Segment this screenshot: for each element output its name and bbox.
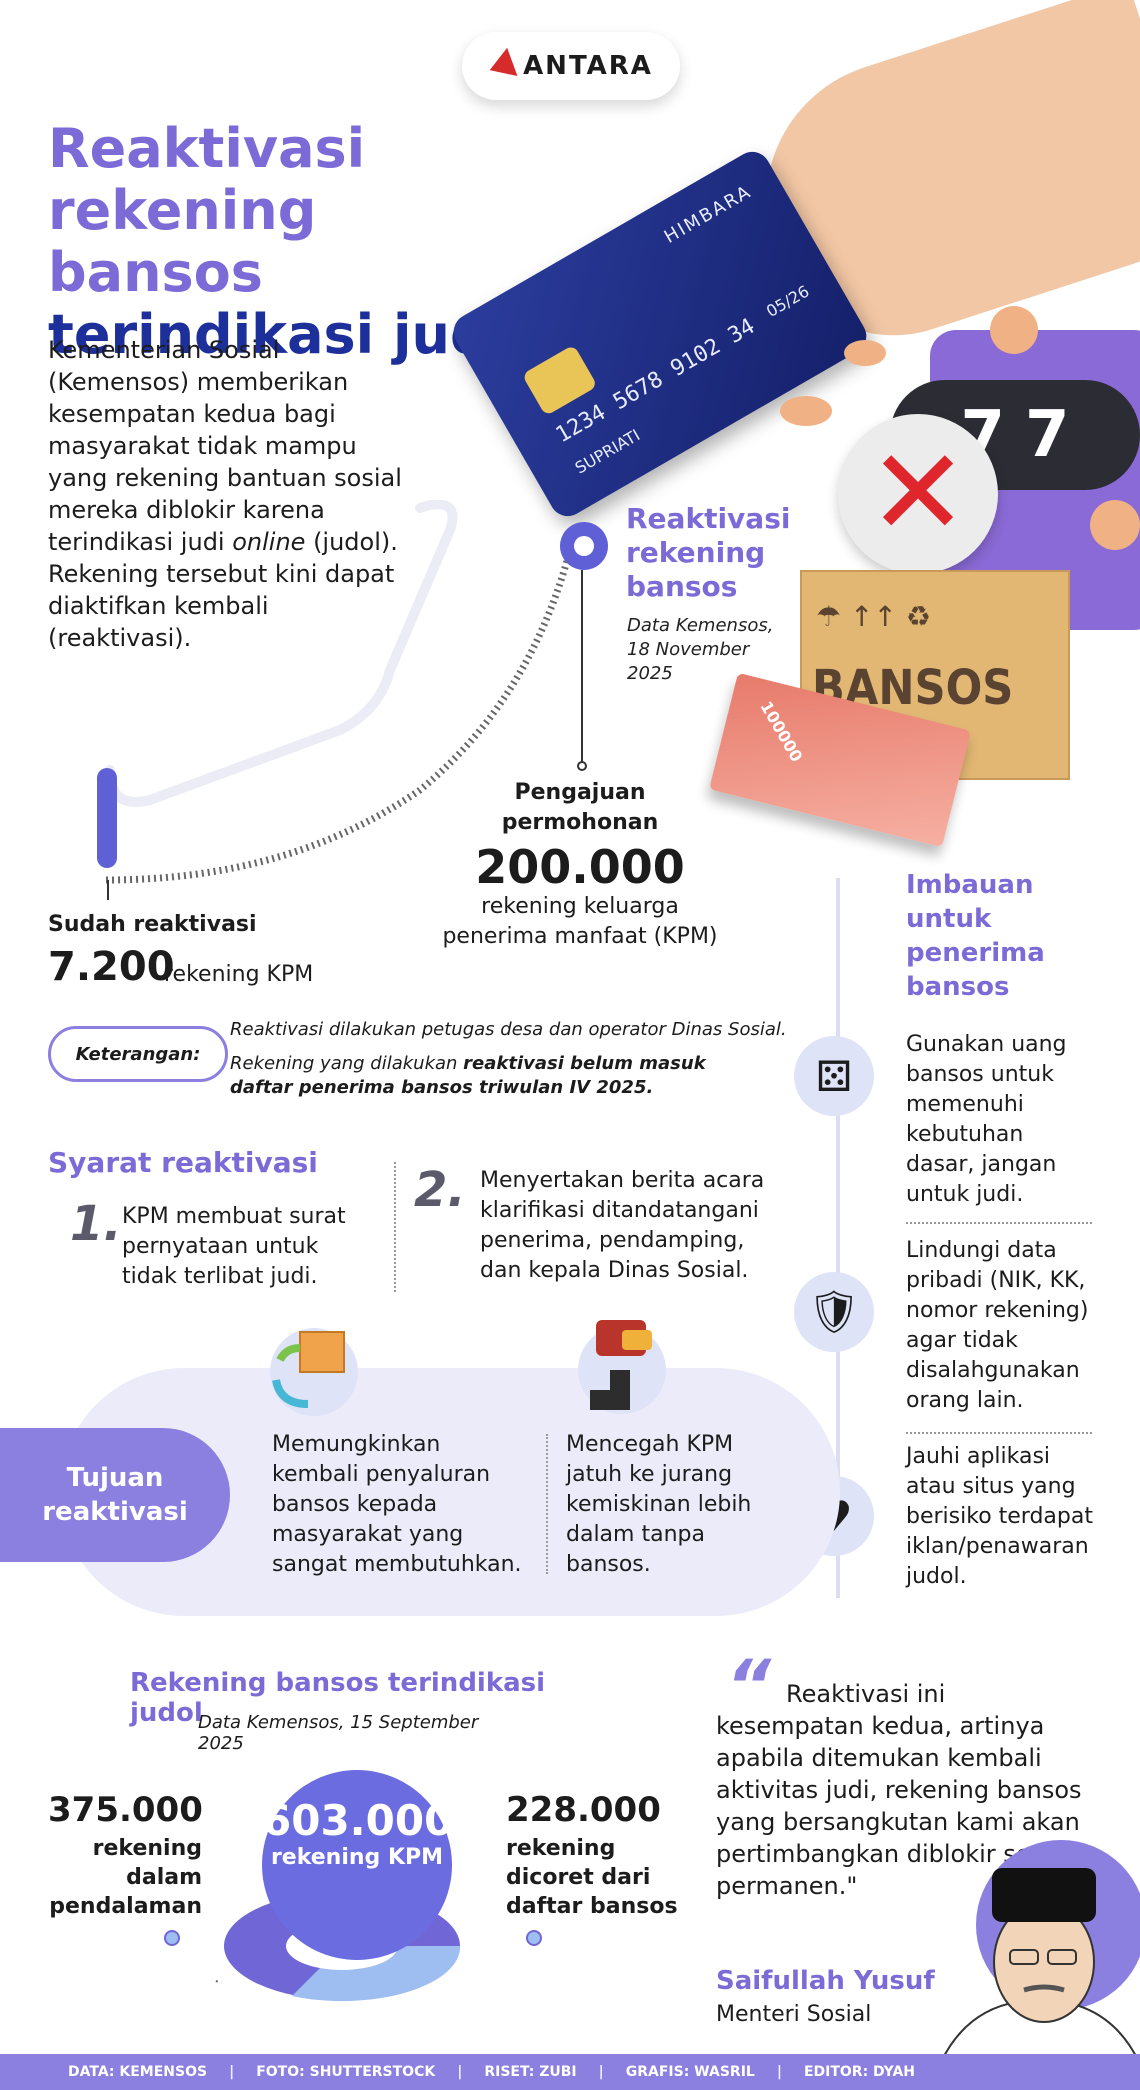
reaktivasi-source: Data Kemensos, 18 November 2025 (627, 615, 774, 684)
keterangan-item-2: Rekening yang dilakukan reaktivasi belum… (230, 1052, 770, 1100)
shield-id-icon: 🛡 (794, 1272, 874, 1352)
judol-left-text: rekening dalam pendalaman (49, 1836, 202, 1919)
credit-grafis: GRAFIS: WASRIL (625, 2064, 755, 2080)
credit-data: DATA: KEMENSOS (68, 2064, 208, 2080)
tujuan-text-2: Mencegah KPM jatuh ke jurang kemiskinan … (566, 1432, 752, 1577)
card-brand: HIMBARA (660, 181, 756, 248)
dice-icon: ⚄ (794, 1036, 874, 1116)
credit-separator: | (457, 2064, 463, 2080)
quote-name: Saifullah Yusuf (716, 1966, 935, 1996)
coin-icon (1090, 500, 1140, 550)
left-leader (212, 1979, 223, 1983)
intro-part-1: Kementerian Sosial (Kemensos) memberikan… (48, 336, 402, 556)
credits-footer: DATA: KEMENSOS | FOTO: SHUTTERSTOCK | RI… (0, 2054, 1140, 2090)
tujuan-divider (546, 1434, 548, 1574)
imbauan-text-2: Lindungi data pribadi (NIK, KK, nomor re… (906, 1238, 1089, 1413)
keterangan-item-1: Reaktivasi dilakukan petugas desa dan op… (230, 1019, 787, 1040)
intro-part-2: (judol). Rekening tersebut kini dapat di… (48, 528, 398, 652)
arc-track (105, 500, 458, 807)
wallet-stairs-icon (566, 1320, 666, 1414)
syarat-divider (394, 1162, 396, 1292)
intro-paragraph: Kementerian Sosial (Kemensos) memberikan… (48, 334, 408, 654)
tujuan-text-1: Memungkinkan kembali penyaluran bansos k… (272, 1432, 522, 1577)
arc-dotted-path (105, 549, 574, 884)
quote-role: Menteri Sosial (716, 2002, 872, 2027)
pengajuan-label: Pengajuan permohonan (501, 780, 659, 835)
left-leader-dot (164, 1930, 180, 1946)
title-line-2: rekening bansos (48, 179, 317, 304)
keterangan-item-2-pre: Rekening yang dilakukan (230, 1053, 464, 1074)
box-symbols: ☂ ↑↑ ♻ (816, 600, 931, 633)
keterangan-label: Keterangan: (48, 1026, 228, 1082)
quote-mark-icon: “ (726, 1645, 772, 1727)
credit-separator: | (229, 2064, 235, 2080)
syarat-heading: Syarat reaktivasi (48, 1146, 318, 1179)
syarat-number-1: 1. (70, 1196, 122, 1252)
imbauan-text-3: Jauhi aplikasi atau situs yang berisiko … (906, 1444, 1093, 1589)
pengajuan-unit: rekening keluarga penerima manfaat (KPM) (442, 894, 718, 949)
minister-portrait (940, 1868, 1140, 2064)
reaktivasi-progress-arc (97, 500, 608, 900)
judol-source: Data Kemensos, 15 September 2025 (198, 1712, 479, 1754)
credit-separator: | (776, 2064, 782, 2080)
credit-riset: RISET: ZUBI (484, 2064, 577, 2080)
title-line-1: Reaktivasi (48, 117, 366, 180)
reaktivasi-heading: Reaktivasi rekening bansos (626, 502, 791, 603)
page-title: Reaktivasi rekening bansos terindikasi j… (48, 118, 548, 366)
sudah-label: Sudah reaktivasi (48, 912, 257, 937)
slot-symbol-2: 7 (1025, 398, 1070, 472)
syarat-text-1: KPM membuat surat pernyataan untuk tidak… (122, 1204, 346, 1289)
antara-logo-text: ANTARA (523, 51, 653, 81)
keterangan-item-2-bold: reaktivasi belum masuk daftar penerima b… (230, 1053, 706, 1098)
quote-text: Reaktivasi ini kesempatan kedua, artinya… (716, 1680, 1084, 1900)
coin-icon (844, 340, 886, 366)
coin-icon (990, 306, 1038, 354)
close-x-icon: ✕ (838, 414, 998, 574)
pengajuan-value: 200.000 (475, 840, 685, 894)
imbauan-vertical-line (836, 878, 840, 1598)
judol-total-value: 603.000 (262, 1796, 454, 1845)
judol-right-text: rekening dicoret dari daftar bansos (506, 1836, 678, 1919)
imbauan-divider (906, 1432, 1092, 1434)
syarat-text-2: Menyertakan berita acara klarifikasi dit… (480, 1168, 765, 1283)
judol-heading: Rekening bansos terindikasi judol (130, 1668, 546, 1728)
credit-editor: EDITOR: DYAH (803, 2064, 916, 2080)
imbauan-text-1: Gunakan uang bansos untuk memenuhi kebut… (906, 1032, 1067, 1207)
imbauan-divider (906, 1222, 1092, 1224)
pengajuan-marker-dot (574, 536, 594, 556)
syarat-number-2: 2. (414, 1162, 466, 1218)
antara-logo-icon (484, 47, 518, 85)
sudah-value: 7.200 (48, 944, 175, 990)
imbauan-heading: Imbauan untuk penerima bansos (906, 870, 1045, 1002)
intro-italic: online (232, 528, 306, 556)
judol-total-unit: rekening KPM (270, 1845, 444, 1870)
pengajuan-leader-dot (577, 761, 587, 771)
judol-total-circle: 603.000 rekening KPM (262, 1770, 454, 1960)
credit-separator: | (598, 2064, 604, 2080)
right-leader-dot (526, 1930, 542, 1946)
box-cycle-icon (270, 1328, 358, 1416)
sudah-bar (97, 768, 117, 868)
coin-icon (780, 396, 832, 426)
sudah-unit: rekening KPM (164, 962, 314, 987)
credit-foto: FOTO: SHUTTERSTOCK (256, 2064, 436, 2080)
card-valid: 05/26 (762, 281, 813, 322)
judol-right-value: 228.000 (506, 1790, 661, 1830)
judol-left-value: 375.000 (48, 1790, 203, 1830)
antara-logo: ANTARA (462, 32, 680, 100)
tujuan-label: Tujuan reaktivasi (0, 1428, 230, 1562)
